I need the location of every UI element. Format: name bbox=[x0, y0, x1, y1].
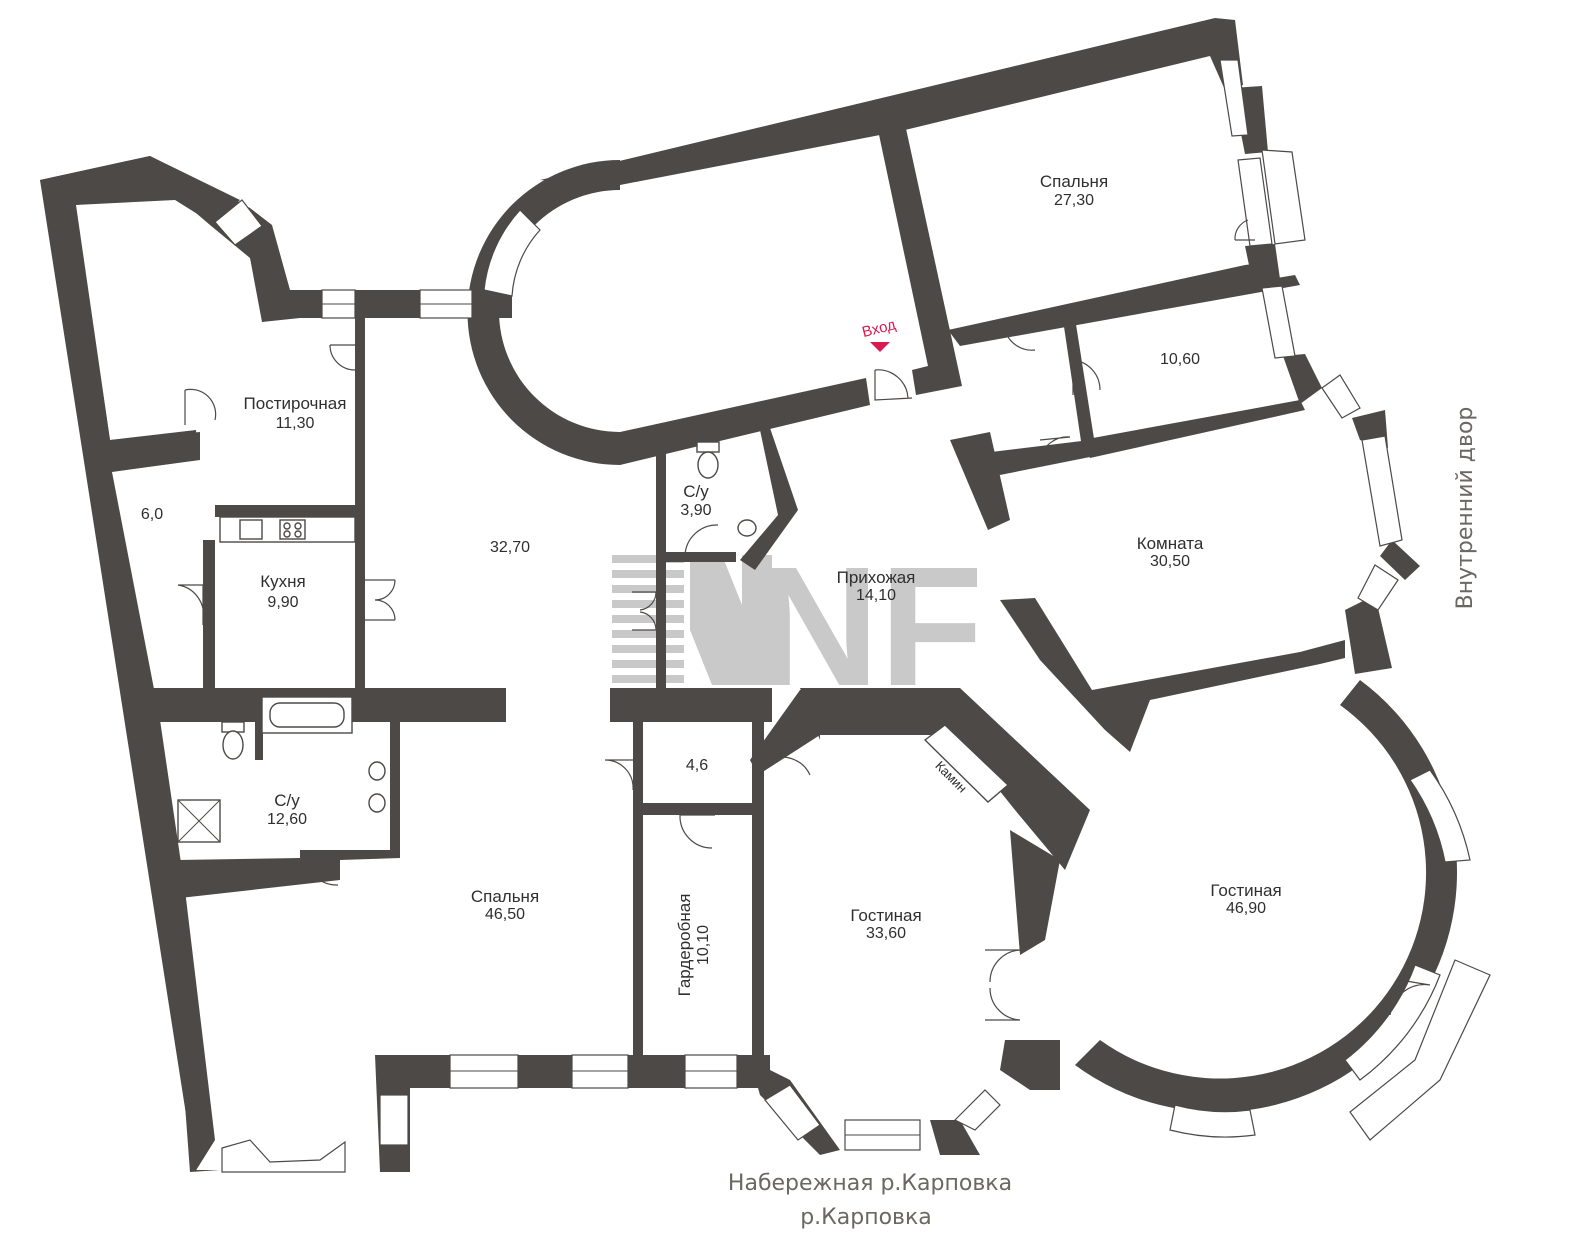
room-name: Прихожая bbox=[837, 568, 916, 587]
window bbox=[1321, 374, 1361, 419]
room-name: Комната bbox=[1137, 534, 1204, 553]
door[interactable] bbox=[1004, 327, 1036, 351]
room-area: 33,60 bbox=[866, 925, 906, 942]
window bbox=[953, 1089, 1001, 1131]
room-area: 30,50 bbox=[1150, 553, 1190, 570]
door[interactable] bbox=[1234, 219, 1255, 241]
room-name: Постирочная bbox=[244, 394, 347, 413]
washbasin-icon bbox=[368, 793, 386, 813]
window bbox=[379, 1094, 409, 1146]
sink-icon bbox=[239, 519, 263, 540]
window bbox=[764, 1084, 821, 1141]
entrance-label: Вход bbox=[860, 316, 897, 341]
double-door[interactable] bbox=[362, 579, 396, 621]
door[interactable] bbox=[177, 584, 205, 625]
shower-icon bbox=[177, 799, 221, 843]
toilet-icon bbox=[696, 441, 720, 479]
stove-icon bbox=[279, 519, 306, 540]
walls bbox=[40, 18, 1458, 1172]
room-area: 32,70 bbox=[490, 539, 530, 556]
door[interactable] bbox=[604, 759, 634, 791]
fixtures bbox=[177, 441, 1010, 843]
doors bbox=[177, 219, 1431, 1021]
window bbox=[1219, 59, 1249, 137]
toilet-icon bbox=[221, 721, 245, 760]
door[interactable] bbox=[764, 744, 811, 776]
room-area: 12,60 bbox=[267, 811, 307, 828]
door[interactable] bbox=[679, 814, 715, 849]
window bbox=[1361, 435, 1403, 547]
door[interactable] bbox=[329, 344, 356, 371]
window bbox=[1357, 564, 1399, 611]
window bbox=[214, 199, 263, 246]
washbasin-icon bbox=[368, 761, 386, 781]
room-area: 46,50 bbox=[485, 906, 525, 923]
room-area: 6,0 bbox=[141, 506, 163, 523]
window bbox=[1169, 1104, 1256, 1138]
entrance-door[interactable] bbox=[874, 369, 913, 401]
window bbox=[1261, 285, 1296, 359]
room-area: 10,60 bbox=[1160, 351, 1200, 368]
window bbox=[1237, 157, 1273, 247]
bathtub-icon bbox=[261, 696, 353, 734]
windows bbox=[214, 59, 1491, 1173]
room-area: 3,90 bbox=[680, 502, 711, 519]
room-area: 9,90 bbox=[267, 594, 298, 611]
door[interactable] bbox=[1389, 979, 1431, 1016]
room-name: Гостиная bbox=[850, 906, 921, 925]
room-area: 27,30 bbox=[1054, 192, 1094, 209]
door[interactable] bbox=[1072, 359, 1101, 395]
courtyard-label: Внутренний двор bbox=[1453, 407, 1478, 610]
room-name: Кухня bbox=[260, 572, 306, 591]
double-door[interactable] bbox=[632, 591, 657, 631]
window bbox=[483, 209, 541, 297]
river-label: р.Карповка bbox=[800, 1205, 932, 1230]
room-area: 11,30 bbox=[276, 415, 315, 432]
room-area: 4,6 bbox=[686, 757, 708, 774]
window bbox=[1409, 769, 1471, 863]
door[interactable] bbox=[1039, 436, 1071, 461]
room-name: Спальня bbox=[1040, 172, 1108, 191]
room-name: С/у bbox=[274, 791, 300, 810]
door[interactable] bbox=[184, 388, 217, 425]
bay-window bbox=[221, 1139, 346, 1173]
room-labels: Спальня 27,30 10,60 Постирочная 11,30 32… bbox=[141, 172, 1282, 996]
fireplace-icon bbox=[923, 724, 1010, 803]
balcony bbox=[1349, 959, 1491, 1141]
door[interactable] bbox=[300, 854, 340, 886]
room-name: С/у bbox=[683, 482, 709, 501]
room-name: Гардеробная bbox=[675, 894, 694, 997]
room-area: 46,90 bbox=[1226, 900, 1266, 917]
room-area: 14,10 bbox=[856, 587, 896, 604]
room-name: Гостиная bbox=[1210, 881, 1281, 900]
double-door[interactable] bbox=[985, 949, 1021, 1021]
entrance-arrow-icon bbox=[870, 342, 890, 352]
door[interactable] bbox=[684, 524, 720, 556]
balcony bbox=[1261, 149, 1306, 245]
room-name: Спальня bbox=[471, 887, 539, 906]
washbasin-icon bbox=[737, 519, 757, 537]
room-area: 10,10 bbox=[695, 925, 712, 965]
embankment-label: Набережная р.Карповка bbox=[728, 1171, 1012, 1196]
